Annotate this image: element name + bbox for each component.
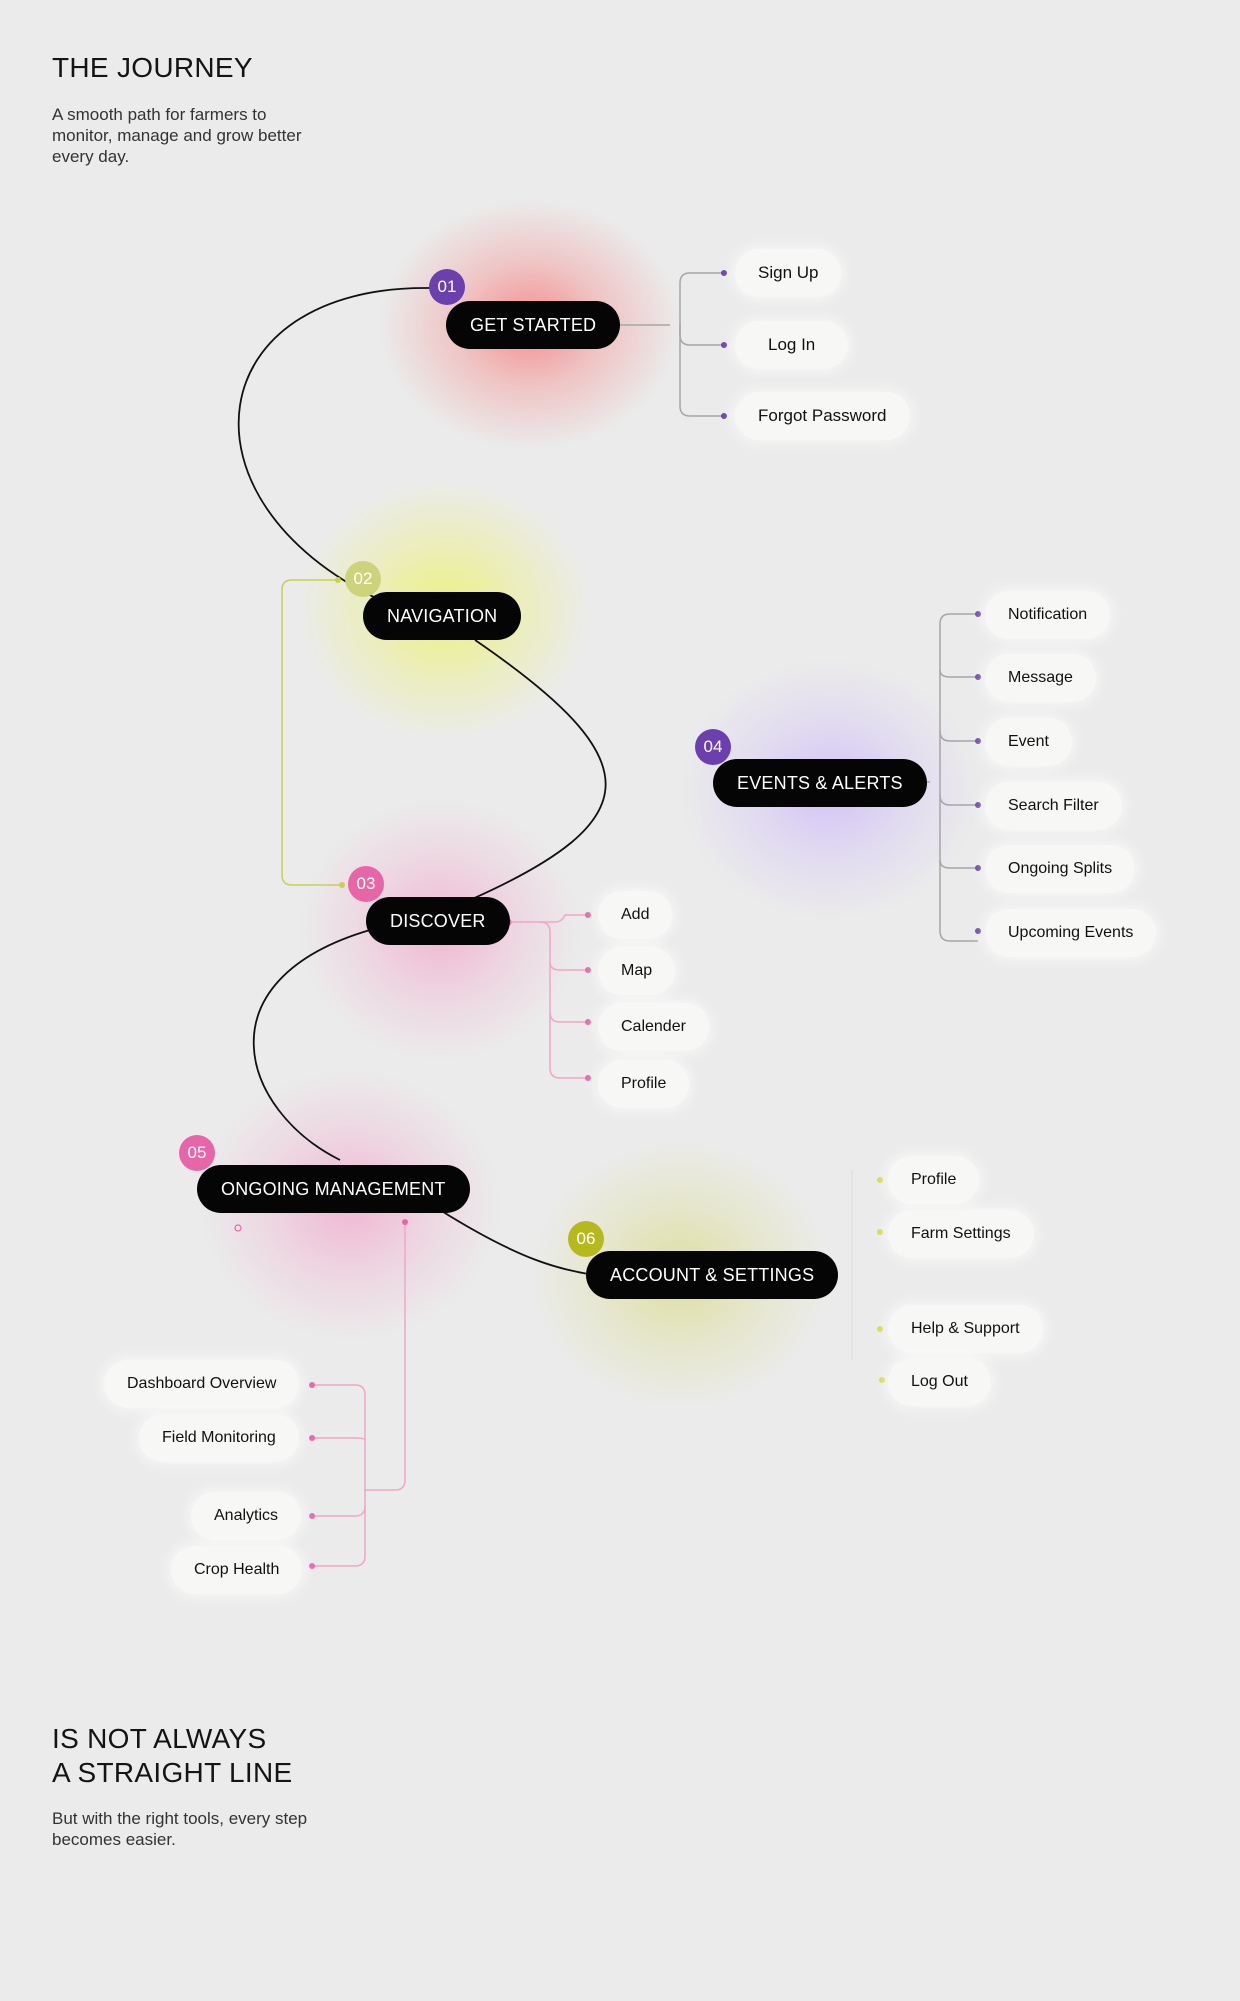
navigation-loop-dots [335,577,345,888]
upcoming-events-option[interactable]: Upcoming Events [985,909,1157,957]
add-option[interactable]: Add [598,891,673,939]
analytics-option[interactable]: Analytics [191,1492,302,1540]
sign-up-option[interactable]: Sign Up [735,249,842,297]
intro-title: THE JOURNEY [52,52,253,83]
log-out-option[interactable]: Log Out [888,1358,991,1406]
discover-dots [504,912,591,1081]
farm-settings-option[interactable]: Farm Settings [888,1210,1034,1258]
account-settings-node[interactable]: ACCOUNT & SETTINGS [586,1251,839,1299]
events-alerts-node[interactable]: EVENTS & ALERTS [713,759,927,807]
step-04-badge: 04 [695,729,731,765]
navigation-node[interactable]: NAVIGATION [363,592,522,640]
get-started-branches [616,272,724,417]
navigation-loop [281,579,342,886]
account-profile-option[interactable]: Profile [888,1156,980,1204]
discover-branches [508,914,588,1079]
events-branches [916,613,978,942]
notification-option[interactable]: Notification [985,591,1111,639]
help-support-option[interactable]: Help & Support [888,1305,1043,1353]
journey-path [237,287,607,1276]
message-option[interactable]: Message [985,654,1096,702]
forgot-password-option[interactable]: Forgot Password [735,392,910,440]
step-03-badge: 03 [348,866,384,902]
dashboard-overview-option[interactable]: Dashboard Overview [104,1360,300,1408]
discover-profile-option[interactable]: Profile [598,1060,690,1108]
events-dots [975,611,981,934]
log-in-option[interactable]: Log In [735,321,849,369]
outro-title-line1: IS NOT ALWAYS [52,1723,267,1754]
calender-option[interactable]: Calender [598,1003,709,1051]
outro-title-line2: A STRAIGHT LINE [52,1757,293,1788]
outro-text: But with the right tools, every step bec… [52,1809,308,1849]
step-05-badge: 05 [179,1135,215,1171]
ongoing-management-node[interactable]: ONGOING MANAGEMENT [197,1165,470,1213]
step-06-badge: 06 [568,1221,604,1257]
ongoing-branches [312,1222,406,1567]
field-monitoring-option[interactable]: Field Monitoring [139,1414,299,1462]
discover-node[interactable]: DISCOVER [366,897,510,945]
intro-text: A smooth path for farmers to monitor, ma… [52,105,302,166]
search-filter-option[interactable]: Search Filter [985,782,1122,830]
event-option[interactable]: Event [985,718,1072,766]
step-01-badge: 01 [429,269,465,305]
step-02-badge: 02 [345,561,381,597]
crop-health-option[interactable]: Crop Health [171,1546,303,1594]
get-started-node[interactable]: GET STARTED [446,301,621,349]
account-dots [877,1177,885,1383]
ongoing-splits-option[interactable]: Ongoing Splits [985,845,1136,893]
map-option[interactable]: Map [598,947,676,995]
ongoing-dots [234,1219,408,1569]
